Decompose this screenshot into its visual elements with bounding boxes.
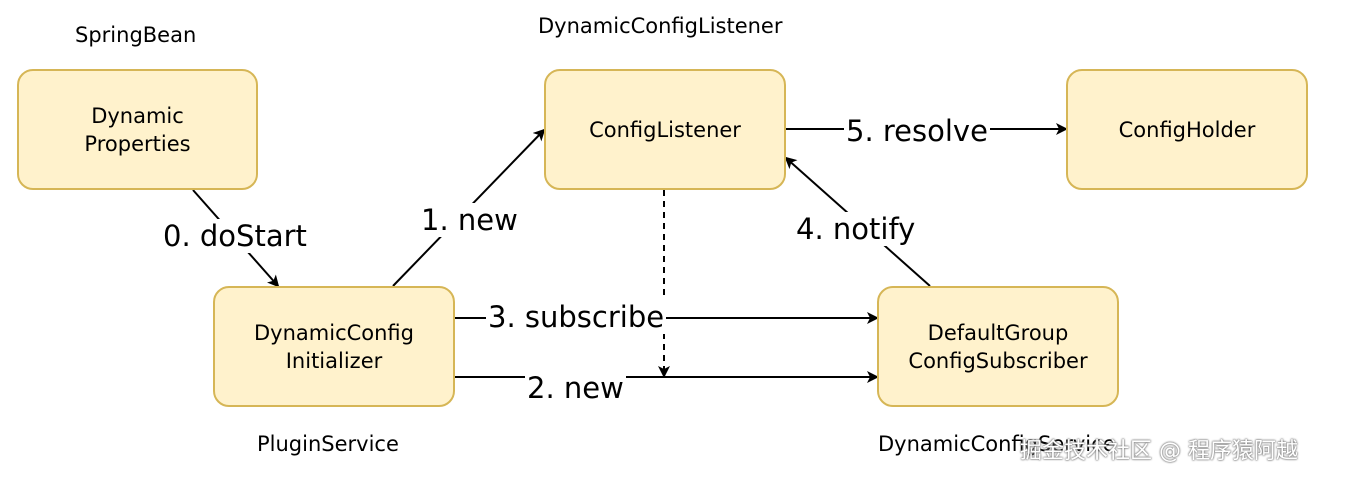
caption-plugin-service: PluginService — [257, 432, 399, 456]
edge-label-new-subscriber: 2. new — [525, 371, 626, 405]
node-config-listener: ConfigListener — [544, 69, 786, 190]
node-dynamic-properties-line1: Dynamic — [91, 103, 184, 128]
caption-dynamic-config-listener: DynamicConfigListener — [538, 14, 783, 38]
node-subscriber-line2: ConfigSubscriber — [908, 348, 1088, 373]
node-config-holder-label: ConfigHolder — [1118, 117, 1256, 142]
edge-label-resolve: 5. resolve — [844, 114, 990, 148]
watermark: 掘金技术社区 @ 程序猿阿越 — [1020, 439, 1298, 464]
node-dynamic-properties: Dynamic Properties — [17, 69, 258, 190]
node-config-holder: ConfigHolder — [1066, 69, 1308, 190]
node-config-listener-label: ConfigListener — [589, 117, 741, 142]
node-dynamic-properties-line2: Properties — [84, 131, 191, 156]
edge-label-notify: 4. notify — [794, 212, 918, 246]
node-initializer-line1: DynamicConfig — [254, 320, 414, 345]
node-default-group-config-subscriber: DefaultGroup ConfigSubscriber — [877, 286, 1119, 407]
node-initializer-line2: Initializer — [285, 348, 383, 373]
node-dynamic-config-initializer: DynamicConfig Initializer — [213, 286, 455, 407]
caption-spring-bean: SpringBean — [75, 23, 197, 47]
edge-label-subscribe: 3. subscribe — [486, 300, 667, 334]
node-subscriber-line1: DefaultGroup — [927, 320, 1069, 345]
edge-label-do-start: 0. doStart — [161, 219, 309, 253]
edge-label-new-listener: 1. new — [419, 203, 520, 237]
caption-dynamic-config-service: DynamicConfigService — [878, 432, 1116, 456]
